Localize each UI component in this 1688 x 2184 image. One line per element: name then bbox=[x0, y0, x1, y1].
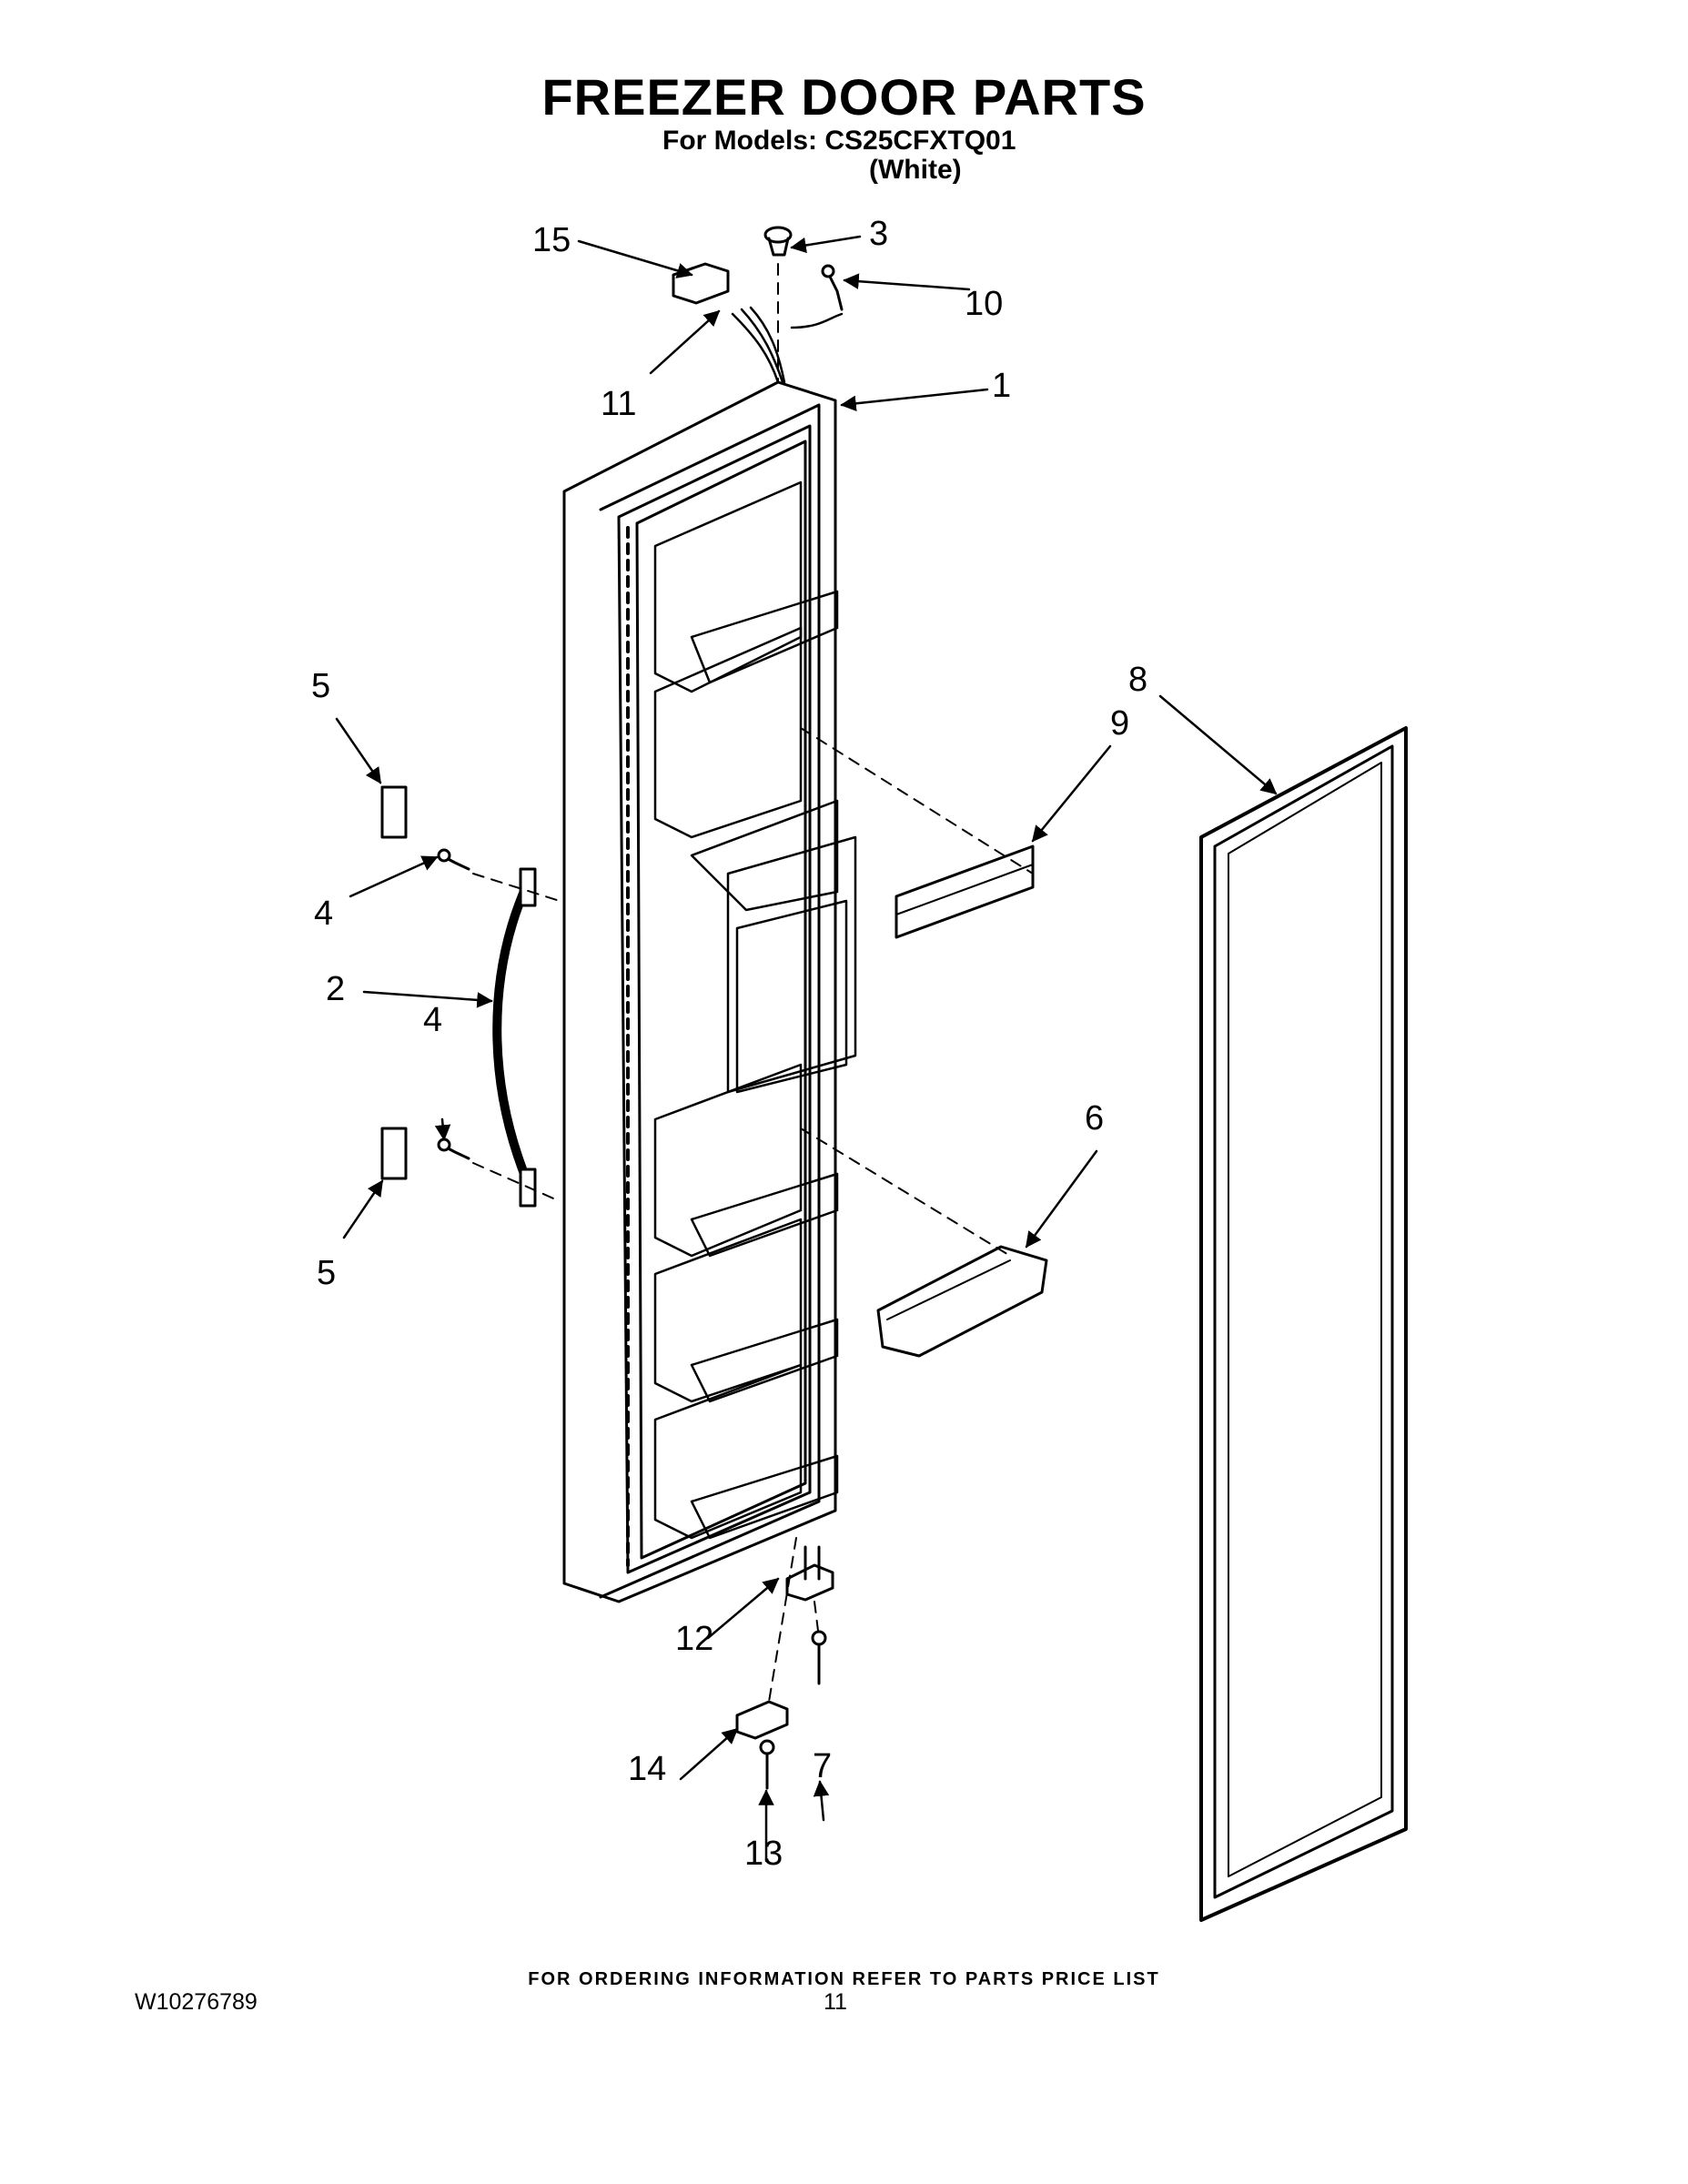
callout-4b: 4 bbox=[423, 1001, 443, 1039]
callout-1: 1 bbox=[992, 367, 1012, 405]
callout-5a: 5 bbox=[311, 667, 331, 705]
end-cap-lower bbox=[380, 1127, 408, 1180]
door-gasket bbox=[1199, 726, 1408, 1922]
callout-5b: 5 bbox=[317, 1254, 337, 1292]
page-number: 11 bbox=[824, 1989, 847, 2015]
hinge-screw-lower bbox=[811, 1630, 827, 1685]
bottom-hinge bbox=[735, 1700, 789, 1740]
callout-12: 12 bbox=[675, 1620, 714, 1658]
callout-7: 7 bbox=[813, 1747, 833, 1785]
document-number: W10276789 bbox=[135, 1989, 258, 2015]
callout-13: 13 bbox=[744, 1835, 783, 1873]
handle-screw-lower bbox=[437, 1138, 470, 1160]
wire-connector bbox=[672, 262, 730, 305]
door-liner-shelves bbox=[653, 480, 857, 1540]
hole-plug bbox=[763, 226, 793, 257]
door-trim bbox=[895, 844, 1035, 939]
callout-4a: 4 bbox=[314, 895, 334, 933]
callout-15: 15 bbox=[532, 221, 571, 259]
callout-6: 6 bbox=[1085, 1099, 1105, 1138]
variant-line: (White) bbox=[869, 155, 962, 185]
freezer-door-panel bbox=[562, 380, 837, 1603]
models-line: For Models: CS25CFXTQ01 bbox=[662, 126, 1016, 156]
callout-14: 14 bbox=[628, 1750, 667, 1788]
callout-2: 2 bbox=[326, 970, 346, 1008]
callout-11: 11 bbox=[601, 385, 637, 423]
callout-10: 10 bbox=[965, 285, 1004, 323]
wire-harness bbox=[731, 306, 844, 384]
ordering-note: FOR ORDERING INFORMATION REFER TO PARTS … bbox=[528, 1969, 1160, 1989]
hinge-bracket bbox=[785, 1563, 834, 1602]
page-title: FREEZER DOOR PARTS bbox=[541, 68, 1147, 126]
leader-arrows bbox=[335, 235, 1278, 1863]
handle-screw-upper bbox=[437, 848, 470, 871]
assembly-lines bbox=[472, 263, 1034, 1703]
callout-9: 9 bbox=[1110, 704, 1130, 743]
bottom-hinge-screw bbox=[759, 1739, 775, 1790]
callout-3: 3 bbox=[869, 215, 889, 253]
callout-8: 8 bbox=[1128, 661, 1148, 699]
end-cap-upper bbox=[380, 785, 408, 839]
hinge-screw-top bbox=[821, 264, 844, 311]
door-handle bbox=[492, 867, 537, 1208]
door-bin bbox=[876, 1245, 1048, 1358]
